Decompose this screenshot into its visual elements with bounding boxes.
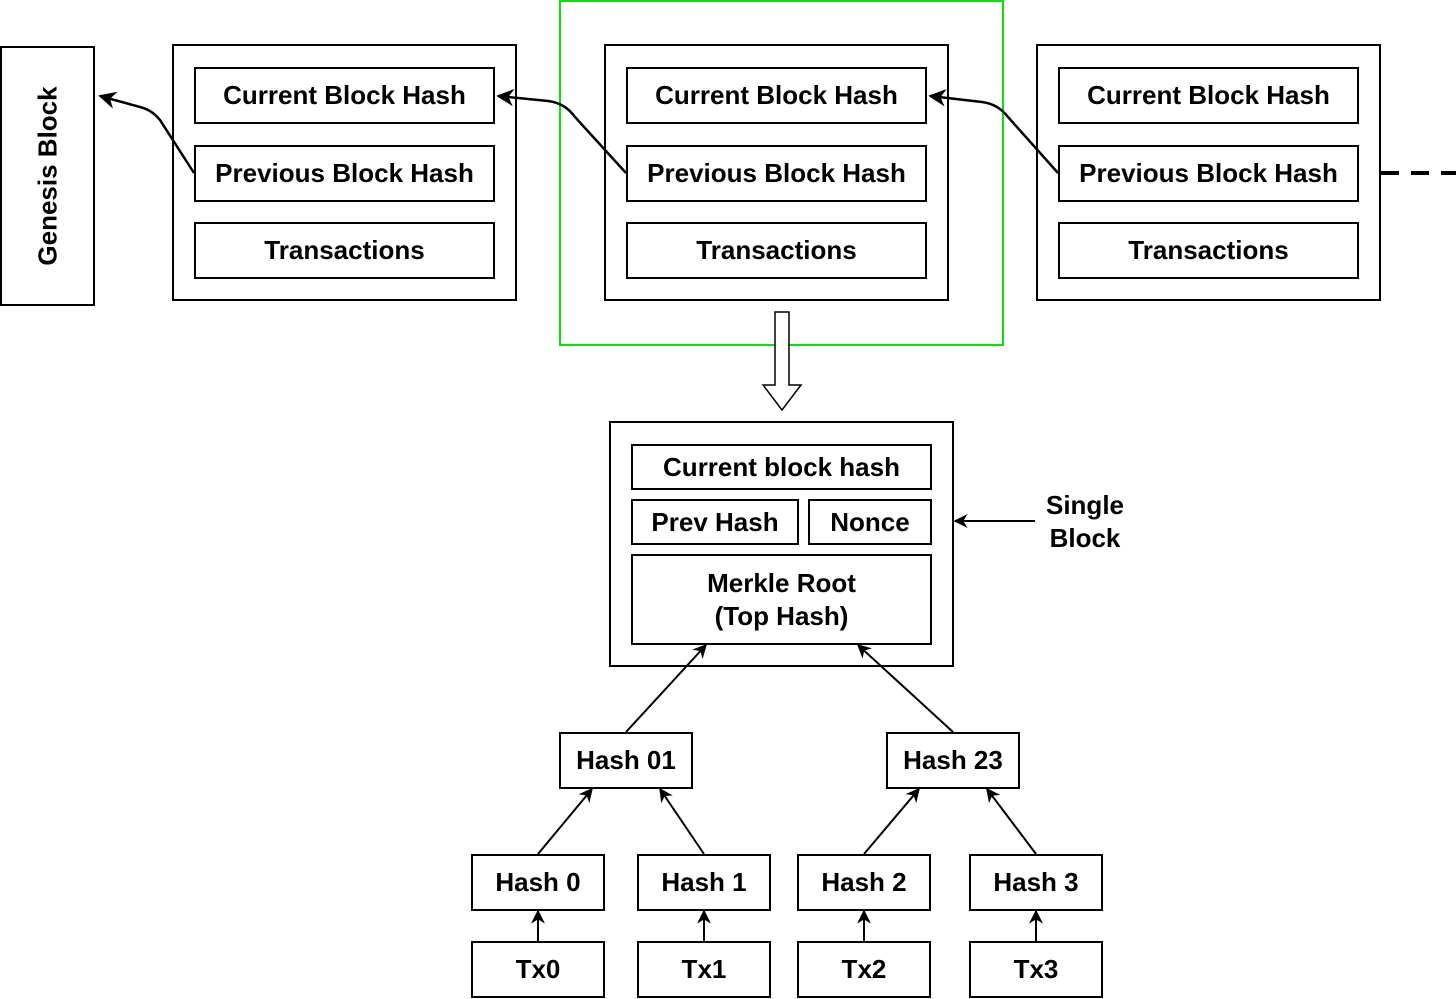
hash-01: Hash 01 (559, 732, 693, 789)
single-nonce: Nonce (808, 499, 932, 545)
merkle-root-line1: Merkle Root (707, 567, 856, 598)
tx1: Tx1 (637, 941, 771, 998)
genesis-block-label: Genesis Block (32, 86, 63, 266)
hash-2: Hash 2 (797, 854, 931, 911)
arrow-hash1-hash01 (659, 787, 705, 855)
block-3-transactions: Transactions (1058, 222, 1359, 279)
single-current-hash: Current block hash (631, 444, 932, 490)
block-2-transactions: Transactions (626, 222, 927, 279)
block-2-previous-hash: Previous Block Hash (626, 145, 927, 202)
caption-line-1: Single (1045, 490, 1124, 520)
arrow-hash2-hash23 (863, 787, 920, 855)
block-1-current-hash: Current Block Hash (194, 67, 495, 124)
block-3-current-hash: Current Block Hash (1058, 67, 1359, 124)
single-prev-hash: Prev Hash (631, 499, 799, 545)
single-block-caption: Single Block (1030, 489, 1140, 555)
merkle-root-line2: (Top Hash) (714, 600, 849, 631)
block-3-previous-hash: Previous Block Hash (1058, 145, 1359, 202)
tx0: Tx0 (471, 941, 605, 998)
hash-0: Hash 0 (471, 854, 605, 911)
block-1-transactions: Transactions (194, 222, 495, 279)
hash-23: Hash 23 (886, 732, 1020, 789)
block-2-current-hash: Current Block Hash (626, 67, 927, 124)
hash-1: Hash 1 (637, 854, 771, 911)
block-1-previous-hash: Previous Block Hash (194, 145, 495, 202)
tx3: Tx3 (969, 941, 1103, 998)
genesis-block (0, 46, 95, 306)
arrow-hash0-hash01 (537, 787, 593, 855)
hash-3: Hash 3 (969, 854, 1103, 911)
caption-line-2: Block (1049, 523, 1121, 553)
arrow-hash3-hash23 (986, 787, 1037, 855)
tx2: Tx2 (797, 941, 931, 998)
merkle-root: Merkle Root (Top Hash) (631, 554, 932, 645)
